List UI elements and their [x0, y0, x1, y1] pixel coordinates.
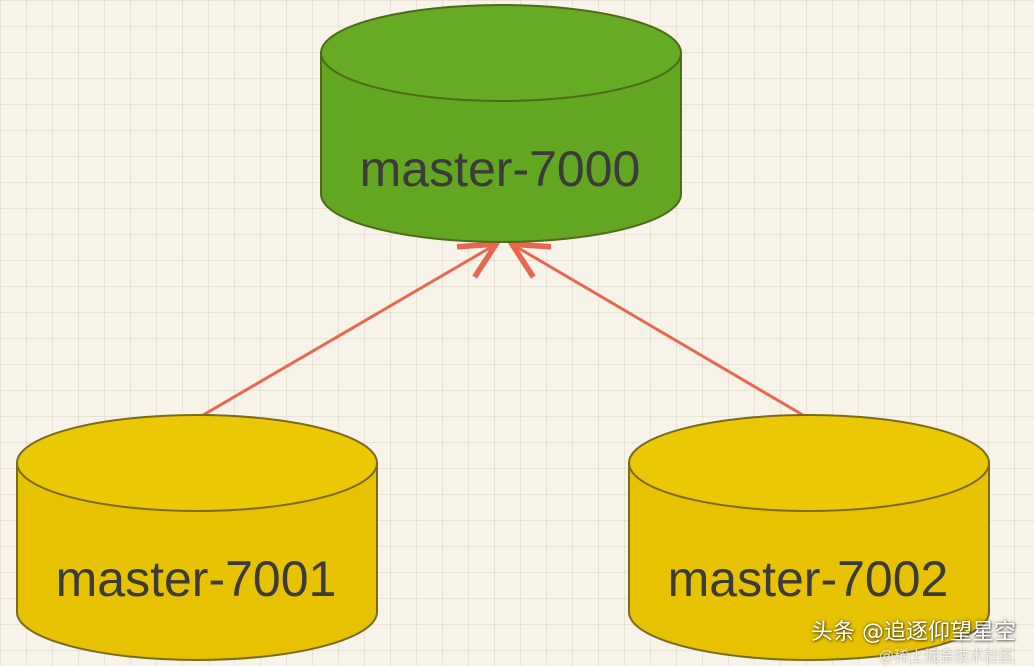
watermark: 头条 @追逐仰望星空: [811, 620, 1016, 645]
edge-7002-to-7000: [515, 246, 809, 420]
node-label-master-7002: master-7002: [668, 551, 949, 607]
node-label-master-7001: master-7001: [56, 551, 337, 607]
cylinder-body: [16, 462, 378, 661]
node-master-7002[interactable]: master-7002: [628, 414, 990, 661]
edge-7001-to-7000: [197, 246, 493, 420]
watermark-sub: @稀土掘金技术社区: [878, 647, 1014, 665]
edges-layer: [197, 246, 809, 420]
node-master-7000[interactable]: master-7000: [320, 4, 682, 243]
cylinder-top: [320, 4, 682, 102]
node-label-master-7000: master-7000: [360, 141, 641, 197]
node-master-7001[interactable]: master-7001: [16, 414, 378, 661]
cylinder-body: [320, 52, 682, 243]
cylinder-top: [628, 414, 990, 512]
cylinder-top: [16, 414, 378, 512]
cylinder-body: [628, 462, 990, 661]
